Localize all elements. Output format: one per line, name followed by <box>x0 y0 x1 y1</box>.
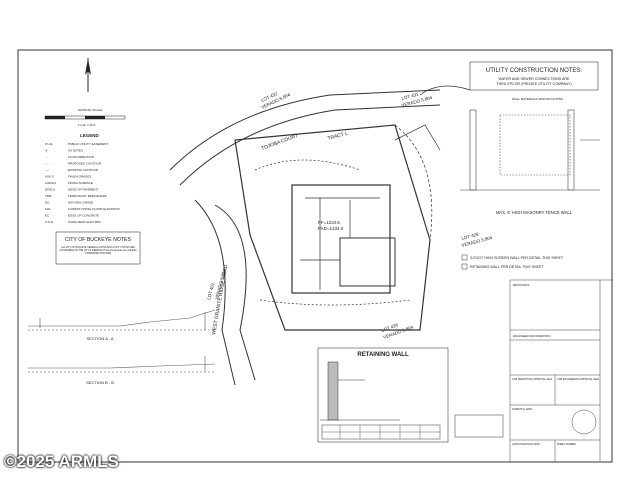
utility-notes-line: WATER AND SEWER CONNECTIONS ARE <box>499 77 570 81</box>
retaining-wall-detail: RETAINING WALL <box>317 347 504 443</box>
engineer-label: ENGINEER INFORMATION <box>513 334 550 338</box>
submittal-label: SUBMITTAL DATE <box>512 408 532 411</box>
legend-desc: FINISH SURFACE <box>68 181 93 185</box>
site-plan <box>169 85 471 386</box>
legend-desc: TEMPORARY BENCHMARK <box>68 194 107 198</box>
legend-desc: FINISH GRADES <box>68 175 91 179</box>
graphic-scale: GRAPHIC SCALE 1 inch = 20 ft. <box>44 108 126 127</box>
legend-code: P.U.E. <box>45 142 53 146</box>
fence-caption: MAX. 6' HIGH MASONRY FENCE WALL <box>496 210 573 215</box>
keyed-note: 3-FOOT HIGH SCREEN WALL PER DETAIL THIS … <box>470 256 564 260</box>
section-a-label: SECTION A - A <box>86 336 113 341</box>
buckeye-body: OTHERWISE ATTACHED <box>85 252 112 255</box>
legend-desc: OVER HEAD ELECTRIC <box>68 220 102 224</box>
lot-431-label: LOT 431 <box>401 91 420 100</box>
legend-code: - - - <box>45 162 50 166</box>
legend-code: NG <box>45 201 50 205</box>
legend-title: LEGEND <box>80 133 100 138</box>
ffe-label: FF=1234.5 <box>318 220 340 225</box>
revisions-label: REVISIONS <box>513 283 529 287</box>
revision-date-label: LATEST REVISION DATE <box>512 443 540 446</box>
lot-426-label: LOT 426 <box>381 322 400 333</box>
fence-wall-detail <box>460 109 600 191</box>
section-b-label: SECTION B - B <box>86 380 114 385</box>
wall-spec-title: WALL MATERIALS SPECIFICATIONS <box>512 97 563 101</box>
legend-code: LFE <box>45 207 51 211</box>
utility-notes-title: UTILITY CONSTRUCTION NOTES: <box>486 68 583 74</box>
legend-desc: AS NOTES <box>68 149 83 153</box>
legend-code: O.H.E. <box>45 220 54 224</box>
watermark: ©2025 ARMLS <box>4 452 119 471</box>
scale-label: GRAPHIC SCALE <box>78 108 102 112</box>
keyed-note: RETAINING WALL PER DETAIL THIS SHEET <box>470 265 544 269</box>
north-arrow-icon <box>85 58 91 92</box>
tract-label: TRACT L <box>327 131 349 142</box>
retaining-title: RETAINING WALL <box>357 352 409 358</box>
pad-label: PAD=1234.0 <box>318 226 344 231</box>
legend-desc: EXISTING CONTOUR <box>68 168 99 172</box>
legend-code: TBM <box>45 194 52 198</box>
keyed-notes: 3-FOOT HIGH SCREEN WALL PER DETAIL THIS … <box>461 254 564 270</box>
legend-code: F3200.0 <box>45 181 56 185</box>
section-a <box>28 309 216 331</box>
legend-desc: LOWEST FINISH FLOOR ELEVATION <box>68 207 120 211</box>
legend-desc: EDGE OF PAVEMENT <box>68 188 99 192</box>
utility-notes-line: THRU EPCOR (PRIVATE UTILITY COMPANY) <box>496 82 571 86</box>
buckeye-body: ACCESSIBLE ON THE CITY'S WEBSITE AT www.… <box>59 249 136 252</box>
legend: LEGEND P.U.E. PUBLIC UTILITY EASEMENT ① AS … <box>45 133 120 224</box>
buckeye-notes-box: CITY OF BUCKEYE NOTES ALL CITY OF BUCKEY… <box>55 231 141 265</box>
lot-428-label: LOT 428 <box>461 231 480 240</box>
legend-code: → <box>45 155 48 159</box>
legend-desc: FLOW DIRECTION <box>68 155 94 159</box>
legend-code: EP00.0 <box>45 188 55 192</box>
sheet-number-label: SHEET NUMBER <box>557 443 576 446</box>
approval-label: COB PERMITTING APPROVAL SEAL <box>512 378 553 381</box>
buckeye-body: ALL CITY OF BUCKEYE GENERAL NOTES AND UT… <box>61 246 135 249</box>
title-block <box>509 279 612 462</box>
approval-label: COB ENGINEERING APPROVAL SEAL <box>557 378 600 381</box>
lot-401-label: LOT 401 <box>206 282 215 301</box>
sheet-border <box>17 49 613 463</box>
legend-desc: PROPOSED CONTOUR <box>68 162 102 166</box>
scale-unit: 1 inch = 20 ft. <box>78 123 96 127</box>
legend-code: XXX.X <box>45 175 54 179</box>
legend-desc: EDGE OF CONCRETE <box>68 214 99 218</box>
legend-code: ① <box>45 149 48 153</box>
section-b <box>28 356 216 373</box>
legend-desc: PUBLIC UTILITY EASEMENT <box>68 142 108 146</box>
legend-code: EC <box>45 214 50 218</box>
utility-notes-box: UTILITY CONSTRUCTION NOTES: WATER AND SE… <box>469 61 599 91</box>
buckeye-title: CITY OF BUCKEYE NOTES <box>65 237 131 243</box>
legend-code: ---- <box>45 168 49 172</box>
legend-desc: NATURAL GRADE <box>68 201 93 205</box>
